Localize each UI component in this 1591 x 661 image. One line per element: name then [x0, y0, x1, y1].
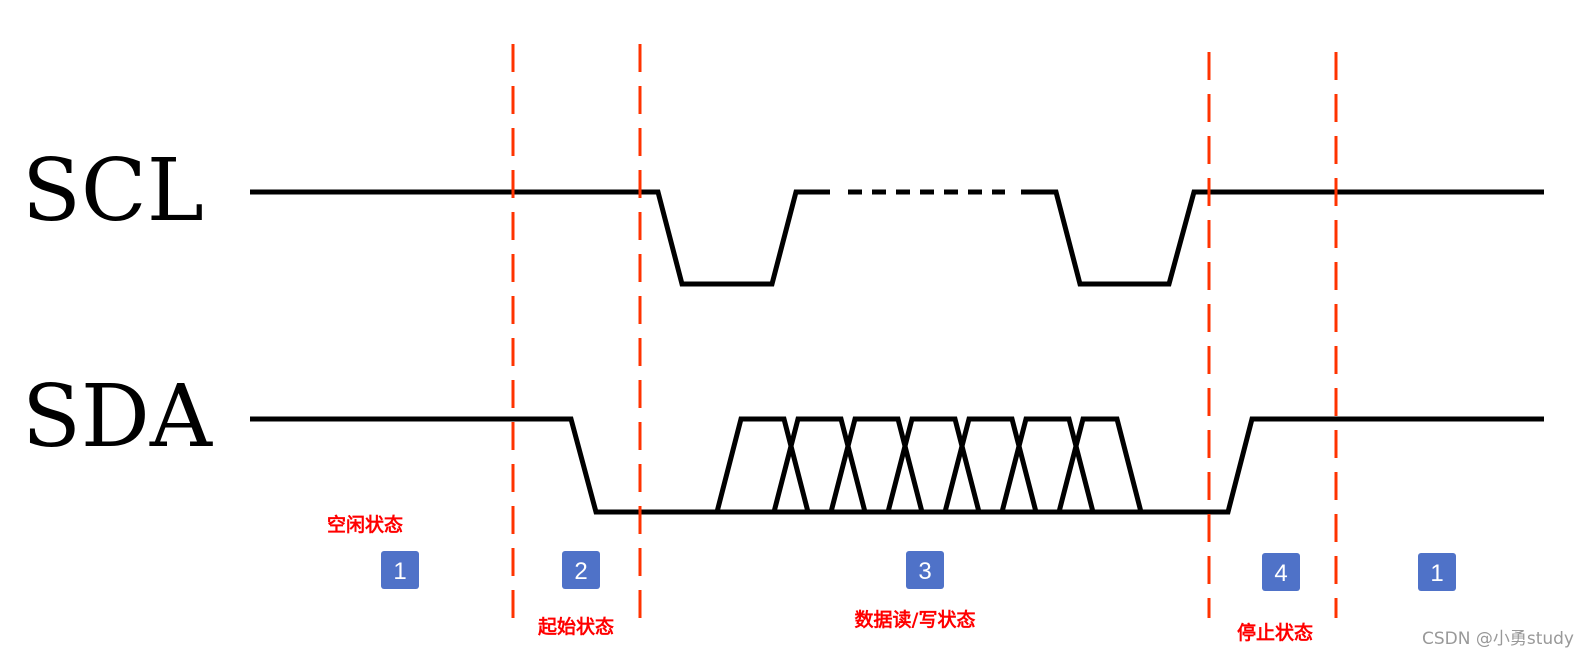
- state-badge-stop: 4: [1262, 553, 1300, 591]
- sda-data-bits: [713, 416, 1145, 515]
- state-badge-idle: 1: [381, 551, 419, 589]
- state-badge-start: 2: [562, 551, 600, 589]
- badge-background: [906, 551, 944, 589]
- badge-background: [562, 551, 600, 589]
- badge-number: 2: [574, 558, 587, 585]
- badge-background: [1418, 553, 1456, 591]
- state-badge-data: 3: [906, 551, 944, 589]
- badge-number: 1: [393, 558, 406, 585]
- idle-state-label: 空闲状态: [327, 513, 403, 536]
- sda-waveform: [250, 416, 1544, 515]
- scl-label: SCL: [22, 141, 204, 241]
- stop-state-label: 停止状态: [1237, 621, 1313, 644]
- badge-background: [381, 551, 419, 589]
- badge-number: 4: [1274, 560, 1287, 587]
- scl-segment-end: [1021, 189, 1544, 287]
- badge-background: [1262, 553, 1300, 591]
- state-badge-idle-end: 1: [1418, 553, 1456, 591]
- state-dividers: [511, 44, 1338, 618]
- sda-stop-transition: [1141, 416, 1544, 515]
- badge-number: 3: [918, 558, 931, 585]
- badge-number: 1: [1430, 560, 1443, 587]
- sda-label: SDA: [22, 367, 213, 467]
- start-state-label: 起始状态: [537, 615, 614, 638]
- scl-segment-start: [250, 189, 830, 287]
- data-state-label: 数据读/写状态: [855, 608, 976, 631]
- scl-waveform: [250, 189, 1544, 287]
- sda-start-transition: [250, 416, 717, 515]
- watermark: CSDN @小勇study: [1422, 629, 1574, 649]
